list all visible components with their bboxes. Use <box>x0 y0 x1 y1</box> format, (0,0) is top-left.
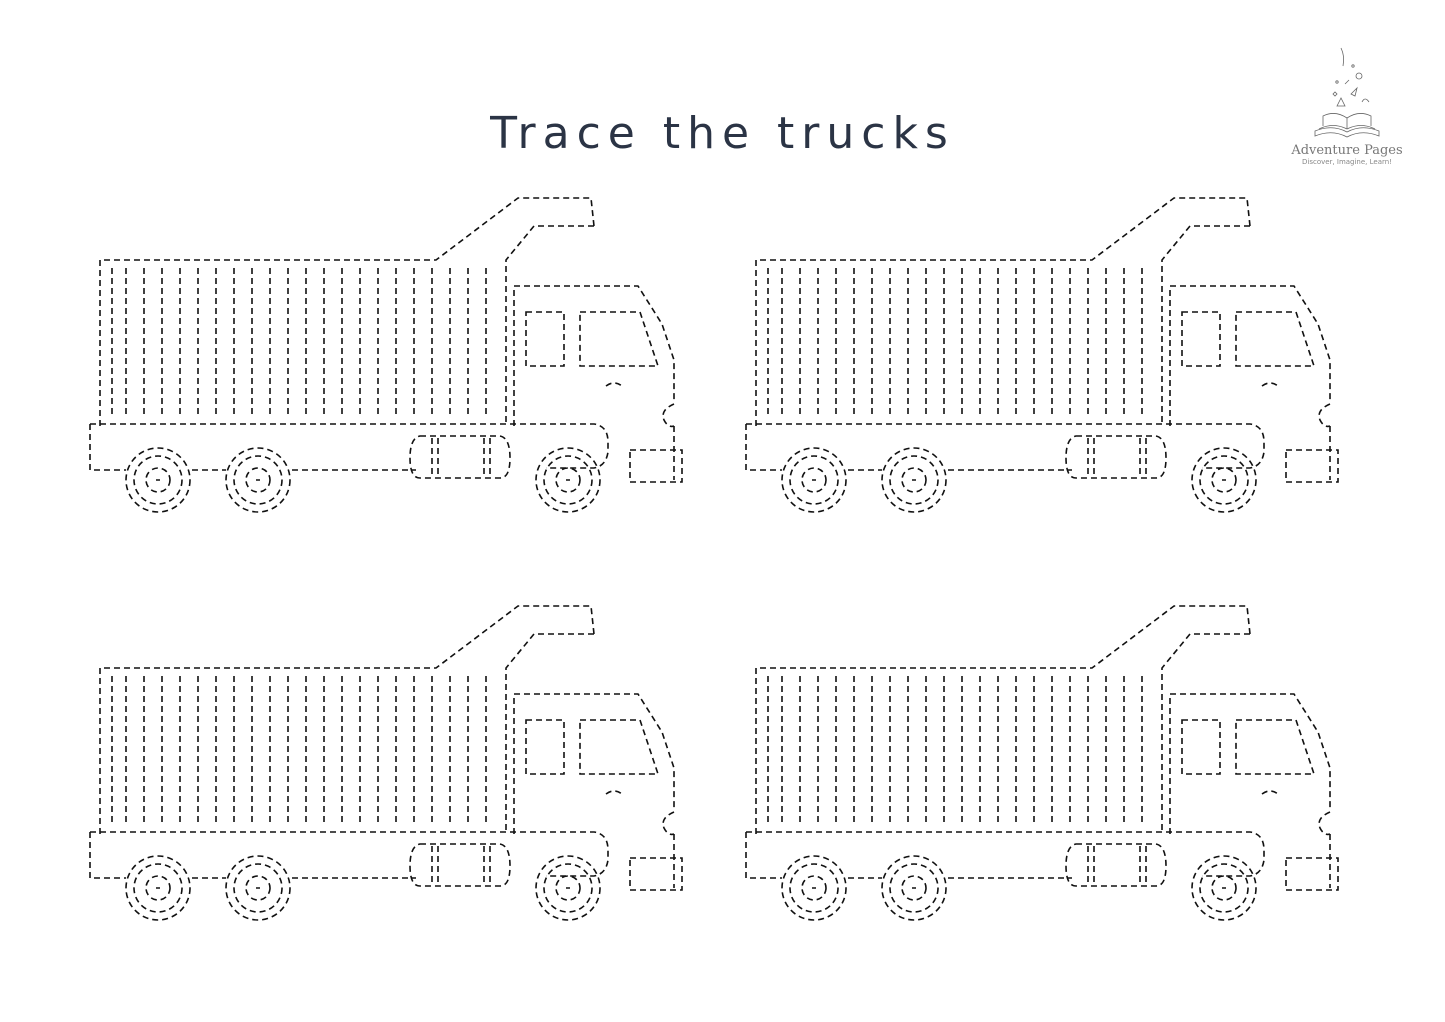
open-book-icon <box>1314 47 1380 138</box>
truck-outline-bottom-left <box>86 598 696 928</box>
dump-truck-icon <box>89 605 683 921</box>
brand-logo: Adventure Pages Discover, Imagine, Learn… <box>1282 36 1412 176</box>
logo-name: Adventure Pages <box>1291 143 1403 158</box>
dump-truck-icon <box>745 605 1339 921</box>
truck-outline-top-left <box>86 190 696 520</box>
dump-truck-icon <box>745 197 1339 513</box>
truck-outline-bottom-right <box>742 598 1352 928</box>
truck-outline-top-right <box>742 190 1352 520</box>
page-title: Trace the trucks <box>490 108 955 159</box>
dump-truck-icon <box>89 197 683 513</box>
logo-tagline: Discover, Imagine, Learn! <box>1301 158 1392 166</box>
